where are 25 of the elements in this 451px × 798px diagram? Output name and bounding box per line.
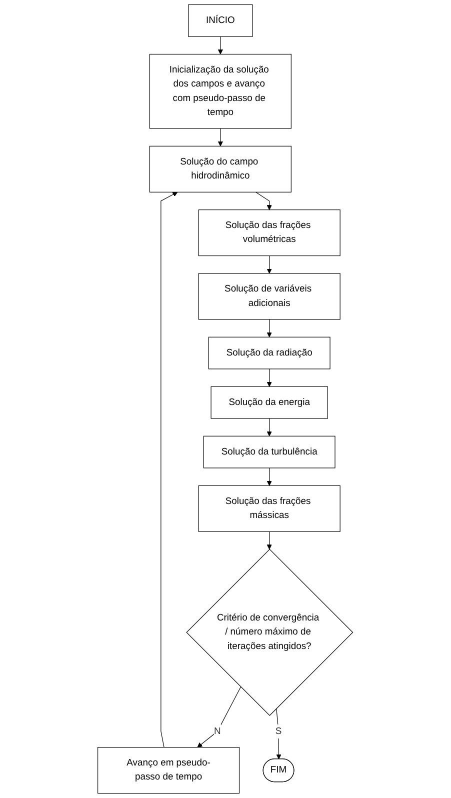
node-box: Solução das frações volumétricas bbox=[198, 210, 341, 256]
node-box: Avanço em pseudo-passo de tempo bbox=[98, 747, 240, 794]
node-box: INÍCIO bbox=[188, 4, 254, 37]
arrow bbox=[266, 319, 272, 338]
arrow bbox=[160, 192, 178, 748]
arrow bbox=[266, 468, 272, 486]
node-box: Solução da turbulência bbox=[204, 436, 336, 468]
arrow bbox=[218, 36, 224, 54]
arrow bbox=[276, 708, 282, 760]
arrow bbox=[256, 192, 272, 210]
arrow bbox=[218, 128, 224, 146]
node-box: Solução de variáveis adicionais bbox=[198, 273, 341, 320]
node-box: Solução do campo hidrodinâmico bbox=[150, 146, 292, 192]
node-box: Solução da energia bbox=[210, 386, 328, 419]
node-diamond: Critério de convergência / número máximo de iterações atingidos? bbox=[186, 548, 354, 716]
node-box: Solução da radiação bbox=[208, 336, 331, 370]
edge-label: N bbox=[214, 726, 222, 736]
arrow bbox=[266, 418, 272, 436]
arrow bbox=[266, 368, 272, 387]
arrow bbox=[197, 686, 242, 748]
node-box: Inicialização da solução dos campos e avanço com pseudo-passo de tempo bbox=[150, 54, 292, 129]
edge-label: S bbox=[276, 726, 282, 736]
node-box: Solução das frações mássicas bbox=[198, 485, 341, 532]
arrow bbox=[266, 531, 272, 550]
arrow bbox=[266, 256, 272, 274]
